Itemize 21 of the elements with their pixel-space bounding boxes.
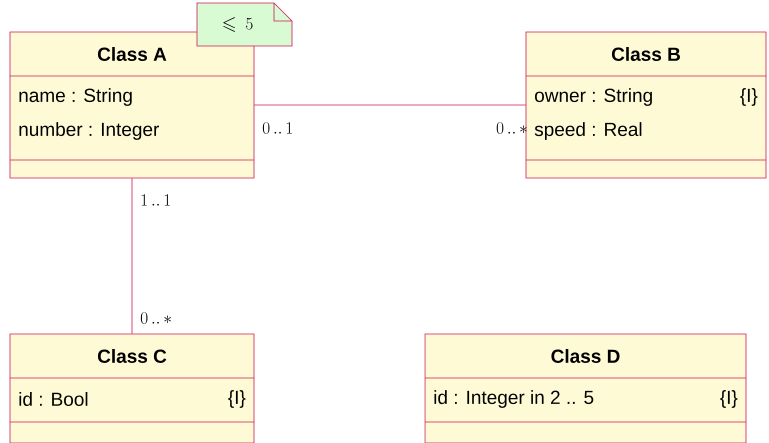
attribute-text: owner : String — [535, 88, 652, 106]
attribute-text: id : Bool — [19, 392, 88, 406]
multiplicity-label: $1\,..\,1$ — [142, 194, 170, 206]
class-name: Class A — [98, 47, 166, 61]
attribute-text: speed : Real — [534, 122, 642, 140]
class-box — [526, 32, 766, 178]
class-box — [10, 334, 254, 443]
class-name: Class D — [551, 349, 620, 363]
attribute-text: id : Integer in 2 .. 5 — [434, 390, 594, 408]
attribute-text: number : Integer — [19, 122, 160, 140]
attribute-text: name : String — [19, 88, 132, 106]
constraint-text: {I} — [720, 390, 738, 408]
class-name: Class B — [612, 47, 680, 61]
association-line — [254, 104, 526, 106]
constraint-text: {I} — [228, 390, 246, 408]
note-box: $\leqslant 5$ — [196, 2, 292, 46]
class-box — [10, 32, 254, 178]
class-box — [424, 334, 746, 443]
multiplicity-label: $0\,..\,\ast$ — [140, 312, 171, 324]
constraint-text: {I} — [740, 88, 758, 106]
class-name: Class C — [98, 349, 166, 363]
